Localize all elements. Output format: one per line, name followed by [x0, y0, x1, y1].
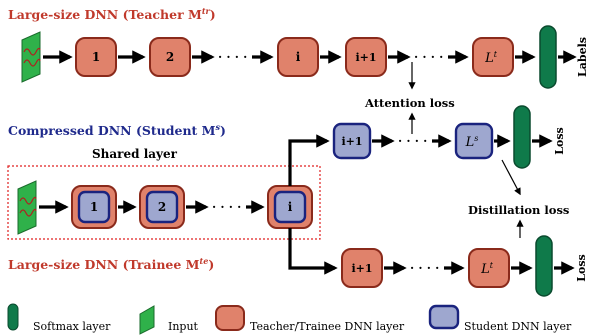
svg-text:i: i — [288, 200, 293, 214]
trainee-output-label: Loss — [575, 254, 588, 281]
svg-text:2: 2 — [158, 200, 166, 214]
legend-teacher-label: Teacher/Trainee DNN layer — [250, 320, 405, 333]
legend-input-label: Input — [168, 320, 199, 333]
legend-softmax-label: Softmax layer — [33, 320, 111, 333]
shared-layer-box — [7, 165, 321, 240]
teacher-layer-last: Lt — [472, 37, 514, 77]
distillation-loss-label: Distillation loss — [468, 203, 569, 217]
student-layer-last: Ls — [454, 122, 494, 160]
student-layer-i-plus-1: i+1 — [332, 122, 372, 160]
legend: Softmax layer Input Teacher/Trainee DNN … — [7, 303, 572, 335]
trainee-title: Large-size DNN (Trainee Mte) — [8, 256, 214, 272]
attention-loss-label: Attention loss — [364, 96, 455, 110]
shared-layer-label: Shared layer — [92, 147, 178, 161]
teacher-layer-2: 2 — [149, 37, 191, 77]
shared-dots: · · · · — [212, 200, 241, 214]
legend-student-swatch — [428, 304, 460, 330]
student-title: Compressed DNN (Student Ms) — [8, 122, 226, 138]
teacher-layer-i-plus-1: i+1 — [345, 37, 387, 77]
student-output-label: Loss — [553, 127, 566, 154]
legend-teacher-swatch — [215, 305, 245, 331]
teacher-input-icon — [21, 31, 41, 83]
teacher-layer-1: 1 — [75, 37, 117, 77]
legend-student-label: Student DNN layer — [464, 320, 572, 333]
trainee-softmax — [535, 235, 553, 297]
trainee-layer-i-plus-1: i+1 — [341, 248, 383, 288]
svg-text:2: 2 — [166, 50, 174, 64]
shared-layer-i: i — [267, 185, 313, 229]
svg-text:i+1: i+1 — [355, 51, 376, 64]
shared-layer-2: 2 — [139, 185, 185, 229]
svg-text:i+1: i+1 — [351, 262, 372, 275]
teacher-layer-i: i — [277, 37, 319, 77]
svg-text:Lt: Lt — [484, 50, 498, 66]
shared-input-icon — [17, 180, 37, 235]
student-softmax — [513, 105, 531, 169]
shared-layer-1: 1 — [71, 185, 117, 229]
trainee-layer-last: Lt — [468, 248, 510, 288]
svg-text:i+1: i+1 — [341, 135, 362, 148]
svg-text:1: 1 — [92, 50, 100, 64]
svg-text:1: 1 — [90, 200, 98, 214]
teacher-dots-1: · · · · — [218, 50, 247, 64]
teacher-dots-2: · · · · — [414, 50, 443, 64]
teacher-title: Large-size DNN (Teacher Mtr) — [8, 6, 216, 22]
svg-text:i: i — [296, 50, 301, 64]
svg-text:Lt: Lt — [480, 261, 494, 277]
legend-softmax-swatch — [7, 303, 19, 331]
svg-text:Ls: Ls — [465, 134, 479, 150]
student-dots: · · · · — [398, 134, 427, 148]
trainee-dots: · · · · — [410, 261, 439, 275]
legend-input-swatch — [139, 305, 155, 335]
teacher-softmax — [539, 25, 557, 89]
teacher-output-label: Labels — [576, 37, 589, 77]
